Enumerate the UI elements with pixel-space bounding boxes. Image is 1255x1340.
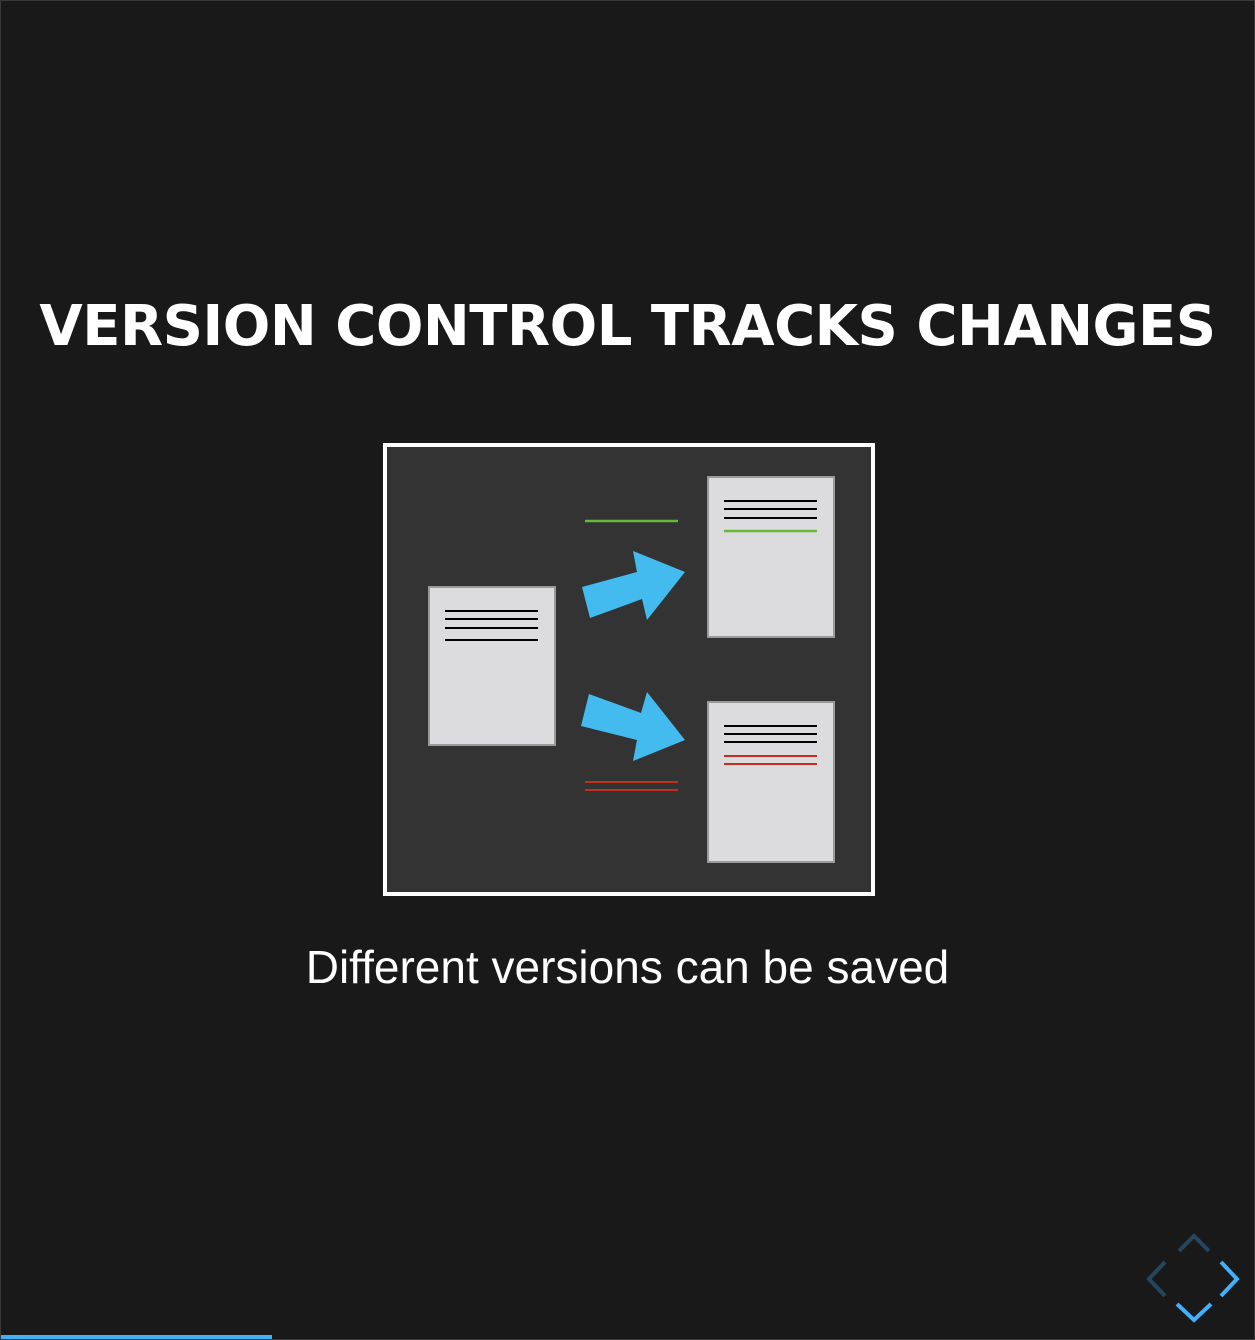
version-document-removed <box>707 701 835 863</box>
slide-caption: Different versions can be saved <box>305 941 950 993</box>
version-document-removed-page <box>707 701 835 863</box>
arrow-right-up-icon <box>582 551 685 620</box>
chevron-right-icon[interactable] <box>1219 1260 1241 1298</box>
version-document-added <box>707 476 835 638</box>
original-document <box>428 586 556 746</box>
version-document-added-page <box>707 476 835 638</box>
slide-title: VERSION CONTROL TRACKS CHANGES <box>39 294 1216 359</box>
navigation-controls <box>1143 1229 1243 1329</box>
version-control-illustration <box>383 443 875 896</box>
chevron-down-icon[interactable] <box>1175 1301 1213 1323</box>
chevron-up-icon[interactable] <box>1177 1231 1211 1253</box>
progress-bar <box>1 1335 1254 1339</box>
chevron-left-icon[interactable] <box>1145 1260 1167 1298</box>
progress-fill <box>1 1335 273 1339</box>
original-document-page <box>428 586 556 746</box>
illustration-svg <box>428 476 835 863</box>
arrow-right-down-icon <box>581 692 685 761</box>
